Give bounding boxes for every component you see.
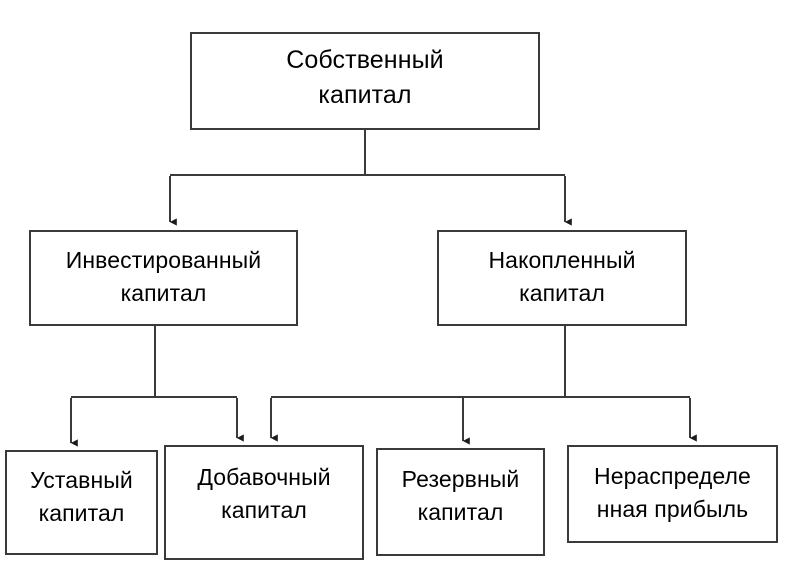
node-retained-earnings[interactable]: Нераспределе нная прибыль [567,445,778,543]
node-reserve-capital-label: Резервный капитал [401,466,520,525]
node-invested-capital-label: Инвестированный капитал [65,247,262,306]
node-charter-capital[interactable]: Уставный капитал [5,450,158,555]
node-additional-capital[interactable]: Добавочный капитал [164,445,364,560]
node-reserve-capital[interactable]: Резервный капитал [376,448,545,556]
edge-root-to-level2 [169,130,572,226]
node-retained-earnings-label: Нераспределе нная прибыль [594,463,751,522]
node-own-capital-label: Собственный капитал [286,46,444,109]
node-invested-capital[interactable]: Инвестированный капитал [29,230,298,326]
node-charter-capital-label: Уставный капитал [30,467,133,526]
node-own-capital[interactable]: Собственный капитал [190,32,540,130]
edge-accumulated-to-level3 [270,326,697,445]
node-accumulated-capital-label: Накопленный капитал [488,247,636,306]
edge-invested-to-level3 [70,326,244,447]
node-accumulated-capital[interactable]: Накопленный капитал [437,230,687,326]
node-additional-capital-label: Добавочный капитал [197,464,331,523]
